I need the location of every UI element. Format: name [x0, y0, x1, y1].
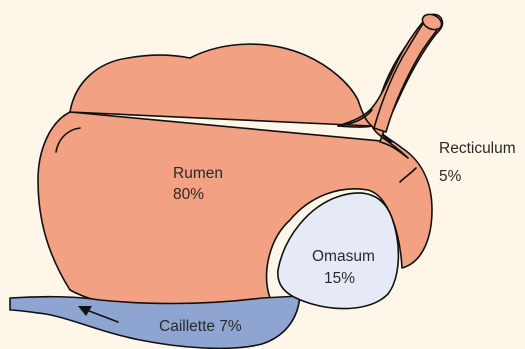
reticulum-percent: 5%	[439, 168, 462, 185]
reticulum-label: Recticulum	[439, 140, 516, 157]
esophagus	[374, 22, 440, 132]
rumen-percent: 80%	[173, 186, 204, 203]
caillette	[10, 296, 300, 348]
omasum-percent: 15%	[324, 270, 355, 287]
omasum-label: Omasum	[312, 248, 375, 265]
caillette-label: Caillette 7%	[159, 318, 242, 335]
rumen-label: Rumen	[173, 165, 223, 182]
